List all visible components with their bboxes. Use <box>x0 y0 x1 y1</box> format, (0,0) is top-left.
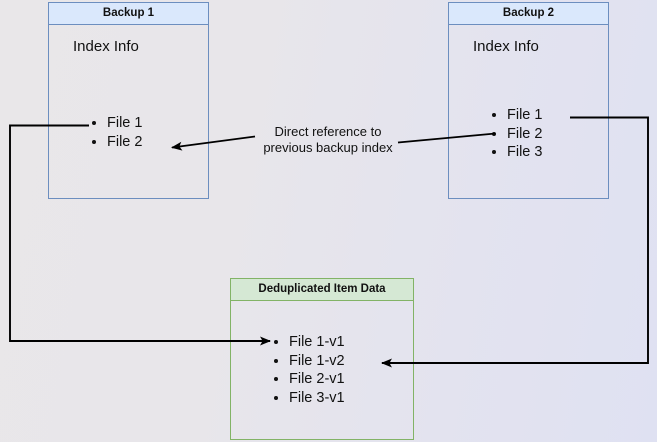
list-item: File 2 <box>507 125 542 144</box>
node-dedup-body: File 1-v1 File 1-v2 File 2-v1 File 3-v1 <box>231 301 413 439</box>
list-item: File 1 <box>107 114 142 133</box>
backup-1-file-list: File 1 File 2 <box>91 114 142 151</box>
list-item: File 3 <box>507 143 542 162</box>
node-dedup-header: Deduplicated Item Data <box>231 279 413 301</box>
node-backup-1-header: Backup 1 <box>49 3 208 25</box>
backup-1-index-info-label: Index Info <box>73 38 139 55</box>
list-item: File 1-v2 <box>289 352 345 371</box>
node-backup-2[interactable]: Backup 2 Index Info File 1 File 2 File 3 <box>448 2 609 199</box>
node-backup-2-header: Backup 2 <box>449 3 608 25</box>
list-item: File 1 <box>507 106 542 125</box>
node-backup-1-body: Index Info File 1 File 2 <box>49 25 208 198</box>
list-item: File 2-v1 <box>289 370 345 389</box>
list-item: File 1-v1 <box>289 333 345 352</box>
backup-2-file-list: File 1 File 2 File 3 <box>491 106 542 162</box>
node-backup-2-body: Index Info File 1 File 2 File 3 <box>449 25 608 198</box>
node-backup-1[interactable]: Backup 1 Index Info File 1 File 2 <box>48 2 209 199</box>
list-item: File 2 <box>107 133 142 152</box>
node-deduplicated-item-data[interactable]: Deduplicated Item Data File 1-v1 File 1-… <box>230 278 414 440</box>
list-item: File 3-v1 <box>289 389 345 408</box>
edge-label-direct-reference: Direct reference to previous backup inde… <box>263 124 393 155</box>
backup-2-index-info-label: Index Info <box>473 38 539 55</box>
dedup-file-list: File 1-v1 File 1-v2 File 2-v1 File 3-v1 <box>273 333 345 407</box>
